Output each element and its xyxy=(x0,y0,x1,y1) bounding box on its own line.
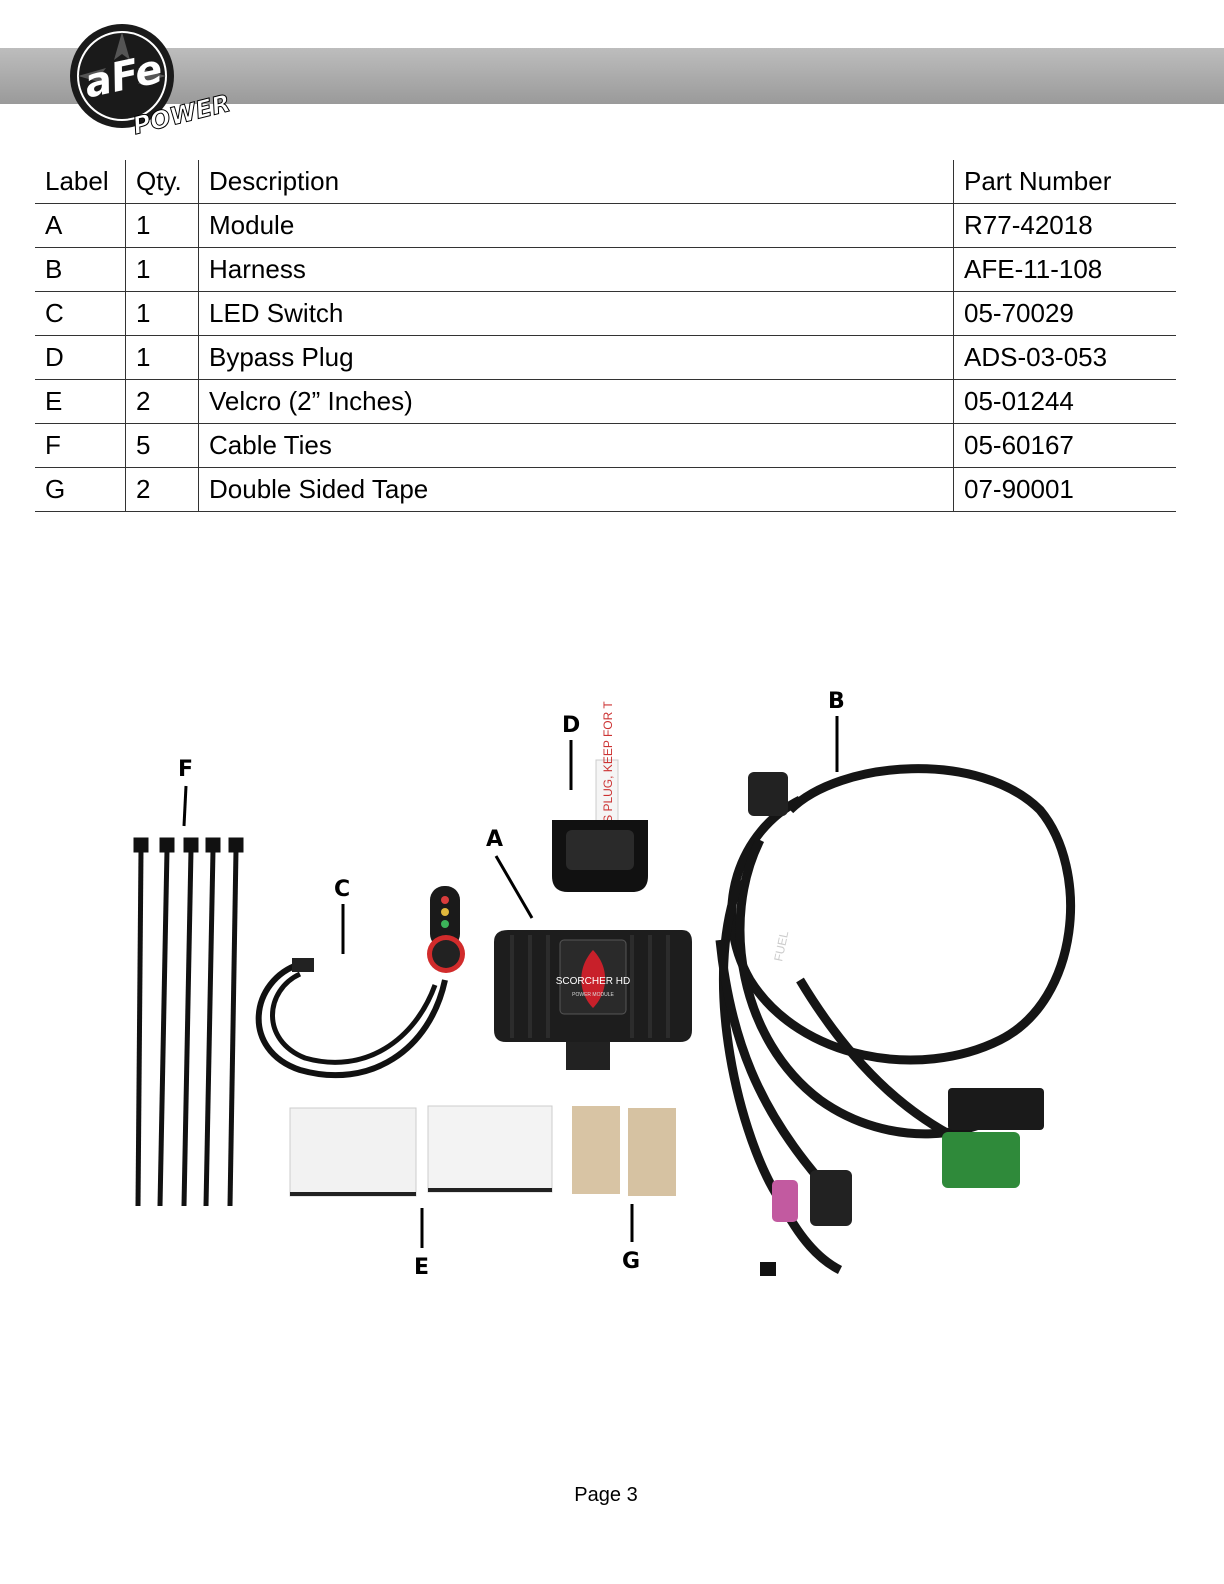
cell-qty: 1 xyxy=(125,247,199,292)
cell-qty: 2 xyxy=(125,467,199,512)
header-qty: Qty. xyxy=(125,160,199,204)
cell-description: Cable Ties xyxy=(198,423,954,468)
header-part-number: Part Number xyxy=(953,160,1176,204)
cell-qty: 5 xyxy=(125,423,199,468)
cell-description: Velcro (2” Inches) xyxy=(198,379,954,424)
cell-label: A xyxy=(35,203,126,248)
cell-part-number: 05-01244 xyxy=(953,379,1176,424)
table-row: B 1 Harness AFE-11-108 xyxy=(35,247,1176,292)
cell-label: B xyxy=(35,247,126,292)
led-switch: C xyxy=(255,877,465,1079)
table-row: G 2 Double Sided Tape 07-90001 xyxy=(35,467,1176,512)
table-row: E 2 Velcro (2” Inches) 05-01244 xyxy=(35,379,1176,424)
module-sub-text: POWER MODULE xyxy=(572,992,614,998)
cell-label: E xyxy=(35,379,126,424)
double-sided-tape: G xyxy=(572,1106,676,1274)
harness-label-text: FUEL xyxy=(771,929,791,962)
page-number: Page 3 xyxy=(574,1484,638,1506)
parts-table: Label Qty. Description Part Number A 1 M… xyxy=(35,160,1176,512)
table-row: D 1 Bypass Plug ADS-03-053 xyxy=(35,335,1176,380)
cell-part-number: R77-42018 xyxy=(953,203,1176,248)
table-header-row: Label Qty. Description Part Number xyxy=(35,160,1176,204)
power-module: A SCORCHER HD POWER MODULE xyxy=(486,827,692,1070)
header-label: Label xyxy=(35,160,126,204)
cell-description: Bypass Plug xyxy=(198,335,954,380)
wiring-harness: B FUEL xyxy=(715,689,1076,1276)
callout-f: F xyxy=(178,757,193,782)
header-bar xyxy=(0,48,1224,104)
module-brand-text: SCORCHER HD xyxy=(556,976,630,987)
cell-description: Module xyxy=(198,203,954,248)
afe-power-logo: aFe POWER xyxy=(70,24,234,138)
cell-label: C xyxy=(35,291,126,336)
cell-qty: 2 xyxy=(125,379,199,424)
cell-description: Harness xyxy=(198,247,954,292)
cell-part-number: ADS-03-053 xyxy=(953,335,1176,380)
cell-description: LED Switch xyxy=(198,291,954,336)
kit-contents-photo: F C D BYPASS PLUG, KEEP FOR T A xyxy=(133,689,1076,1280)
cell-part-number: AFE-11-108 xyxy=(953,247,1176,292)
callout-a: A xyxy=(486,827,503,852)
cell-qty: 1 xyxy=(125,291,199,336)
callout-g: G xyxy=(622,1249,640,1274)
callout-c: C xyxy=(334,877,350,902)
velcro-strips: E xyxy=(289,1105,553,1280)
table-row: C 1 LED Switch 05-70029 xyxy=(35,291,1176,336)
cell-description: Double Sided Tape xyxy=(198,467,954,512)
callout-b: B xyxy=(828,689,845,714)
callout-d: D xyxy=(562,713,580,738)
cell-label: F xyxy=(35,423,126,468)
cell-label: G xyxy=(35,467,126,512)
cell-part-number: 07-90001 xyxy=(953,467,1176,512)
cell-label: D xyxy=(35,335,126,380)
cell-part-number: 05-70029 xyxy=(953,291,1176,336)
cell-part-number: 05-60167 xyxy=(953,423,1176,468)
cell-qty: 1 xyxy=(125,203,199,248)
header-description: Description xyxy=(198,160,954,204)
bypass-plug: D BYPASS PLUG, KEEP FOR T xyxy=(552,701,648,892)
callout-e: E xyxy=(414,1255,429,1280)
cable-ties: F xyxy=(133,757,244,1207)
table-row: F 5 Cable Ties 05-60167 xyxy=(35,423,1176,468)
table-row: A 1 Module R77-42018 xyxy=(35,203,1176,248)
cell-qty: 1 xyxy=(125,335,199,380)
